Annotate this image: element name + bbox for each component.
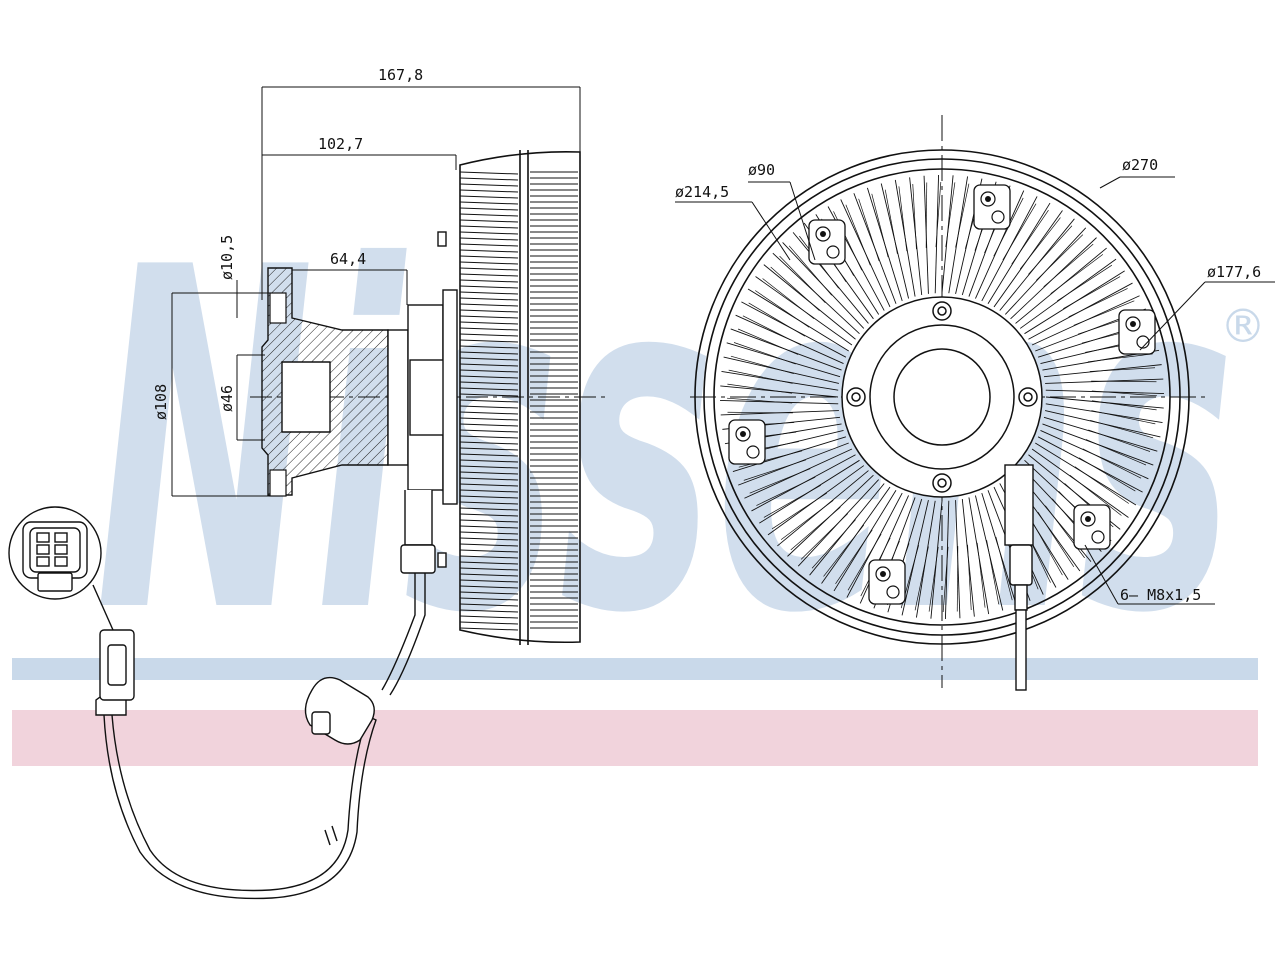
front-sensor xyxy=(1004,464,1034,691)
fan-blades-side xyxy=(459,171,578,631)
dim-pcd-90: ø90 xyxy=(748,161,775,179)
mounting-bosses xyxy=(728,184,1156,605)
fan-rims-side xyxy=(459,150,581,645)
dim-flange-dia: ø108 xyxy=(152,384,170,420)
dim-thread: 6– M8x1,5 xyxy=(1120,586,1201,604)
watermark-band-pink xyxy=(12,710,1258,766)
sensor-cable xyxy=(95,573,426,900)
clutch-body xyxy=(387,231,458,574)
watermark-registered: ® xyxy=(1220,299,1266,353)
front-leaders xyxy=(675,176,1275,605)
shaft-section xyxy=(261,267,389,497)
connector-detail xyxy=(8,506,114,631)
dim-pcd-214: ø214,5 xyxy=(675,183,729,201)
front-rings xyxy=(694,149,1190,645)
front-view: ø90 ø214,5 ø270 ø177,6 6– M8x1,5 xyxy=(675,115,1275,691)
watermark-band-blue xyxy=(12,658,1258,680)
dim-shaft-length: 64,4 xyxy=(330,250,366,268)
dim-outer-270: ø270 xyxy=(1122,156,1158,174)
watermark: Nissens ® xyxy=(12,169,1266,766)
dim-bolt-hole: ø10,5 xyxy=(218,235,236,280)
dim-overall-length: 167,8 xyxy=(378,66,423,84)
front-hub xyxy=(841,296,1043,498)
dim-dia-177: ø177,6 xyxy=(1207,263,1261,281)
dim-hub-to-fan: 102,7 xyxy=(318,135,363,153)
dim-shaft-dia: ø46 xyxy=(218,385,236,412)
side-view: 167,8 102,7 64,4 ø10,5 ø108 ø46 xyxy=(8,66,605,900)
